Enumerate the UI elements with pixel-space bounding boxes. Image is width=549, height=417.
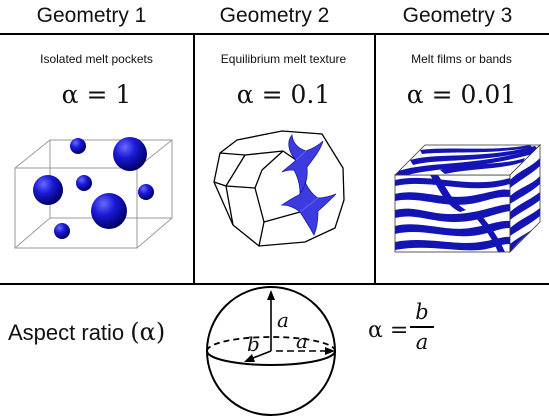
melt-pocket-sphere bbox=[54, 223, 70, 239]
melt-pocket-sphere bbox=[76, 175, 92, 191]
geometry-2-illustration bbox=[213, 130, 345, 247]
fraction-numerator: b bbox=[415, 300, 429, 324]
aspect-ratio-text: Aspect ratio bbox=[8, 320, 125, 345]
spheroid-diagram bbox=[206, 286, 336, 416]
melt-triple-junction bbox=[280, 181, 337, 236]
melt-pocket-sphere bbox=[33, 175, 63, 205]
axis-label-b: b bbox=[247, 332, 260, 356]
geometry-2-title: Geometry 2 bbox=[219, 4, 330, 27]
geometry-3-subtitle: Melt films or bands bbox=[411, 52, 512, 66]
geometry-1-subtitle: Isolated melt pockets bbox=[40, 52, 153, 66]
aspect-ratio-label: Aspect ratio (α) bbox=[8, 318, 165, 346]
header-rule bbox=[0, 33, 549, 35]
geometry-1-illustration bbox=[14, 137, 173, 249]
axis-label-a-horizontal: a bbox=[296, 329, 308, 353]
column-divider-1 bbox=[193, 34, 195, 284]
fraction-bar bbox=[410, 326, 434, 328]
aspect-ratio-fraction: b a bbox=[410, 300, 434, 354]
melt-pocket-sphere bbox=[91, 193, 127, 229]
geometry-3-illustration bbox=[394, 144, 541, 253]
geometry-2-alpha: α = 0.1 bbox=[236, 80, 331, 109]
geometry-2-subtitle: Equilibrium melt texture bbox=[220, 52, 347, 66]
geometry-1-alpha: α = 1 bbox=[61, 80, 132, 109]
axis-label-a-vertical: a bbox=[277, 308, 289, 332]
melt-triple-junction bbox=[281, 134, 324, 195]
geometry-3-alpha: α = 0.01 bbox=[406, 80, 517, 109]
geometry-1-title: Geometry 1 bbox=[36, 4, 147, 27]
melt-pocket-sphere bbox=[113, 137, 147, 171]
aspect-ratio-symbol: (α) bbox=[130, 318, 166, 346]
melt-pocket-sphere bbox=[138, 184, 154, 200]
aspect-ratio-formula-lhs: α = bbox=[368, 318, 409, 343]
melt-pocket-sphere bbox=[70, 138, 86, 154]
geometry-3-title: Geometry 3 bbox=[402, 4, 513, 27]
fraction-denominator: a bbox=[415, 329, 429, 354]
section-rule bbox=[0, 283, 549, 285]
column-divider-2 bbox=[374, 34, 376, 284]
